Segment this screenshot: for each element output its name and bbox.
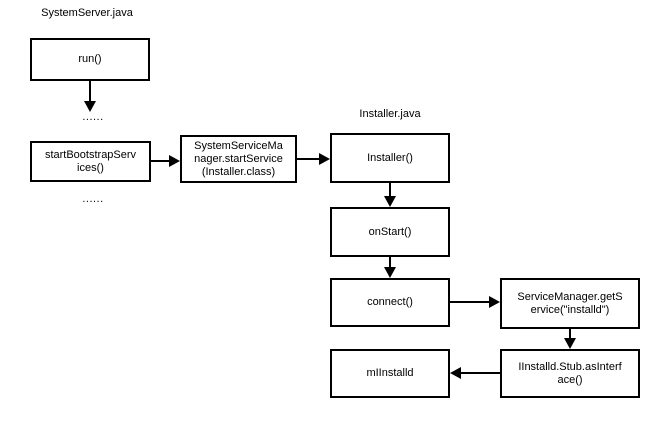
arrow-line	[460, 372, 500, 374]
ellipsis-top: ......	[82, 111, 104, 123]
arrowhead-right-icon	[489, 296, 500, 308]
arrowhead-left-icon	[450, 367, 461, 379]
arrowhead-right-icon	[169, 155, 180, 167]
node-connect: connect()	[330, 278, 450, 327]
ellipsis-bottom: ......	[82, 193, 104, 205]
arrowhead-down-icon	[564, 338, 576, 349]
node-run: run()	[30, 38, 150, 81]
arrow-line	[89, 80, 91, 102]
node-start-bootstrap-services: startBootstrapServ ices()	[30, 141, 151, 182]
node-systemservicemanager-startservice: SystemServiceMa nager.startService (Inst…	[180, 135, 297, 183]
arrow-line	[151, 160, 171, 162]
arrow-line	[450, 301, 490, 303]
arrowhead-right-icon	[319, 153, 330, 165]
arrow-line	[389, 183, 391, 197]
arrow-line	[297, 158, 320, 160]
node-m-iinstalld: mIInstalld	[330, 349, 450, 398]
arrow-line	[569, 329, 571, 339]
node-onstart: onStart()	[330, 207, 450, 257]
arrow-line	[389, 257, 391, 268]
label-installer-java: Installer.java	[359, 108, 421, 120]
arrowhead-down-icon	[384, 267, 396, 278]
arrowhead-down-icon	[384, 196, 396, 207]
arrowhead-down-icon	[84, 101, 96, 112]
node-installer-constructor: Installer()	[330, 133, 450, 183]
label-systemserver-java: SystemServer.java	[41, 7, 133, 19]
node-iinstalld-stub-asinterface: IInstalld.Stub.asInterf ace()	[500, 349, 640, 398]
node-servicemanager-getservice: ServiceManager.getS ervice("installd")	[500, 278, 640, 329]
